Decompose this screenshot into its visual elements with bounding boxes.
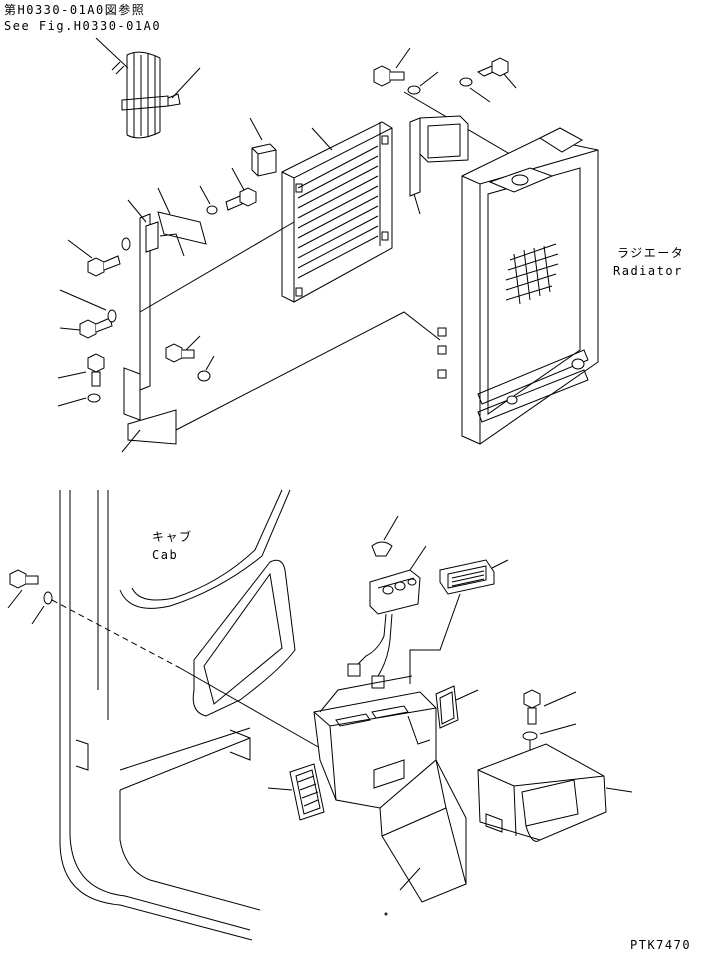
clip <box>372 542 392 556</box>
leader-line <box>128 200 146 222</box>
leader-line <box>420 72 438 86</box>
bolt-upper-1 <box>374 66 404 86</box>
radiator-assembly <box>438 128 598 444</box>
washer <box>88 394 100 402</box>
cooler-core <box>282 122 392 302</box>
radiator-label-jp: ラジエータ <box>617 246 685 260</box>
washer <box>207 206 217 214</box>
leader-line <box>470 88 490 102</box>
leader-line <box>540 724 576 734</box>
leader-line <box>384 516 398 540</box>
washer <box>523 732 537 740</box>
leader-line <box>312 128 332 150</box>
leader-line <box>186 336 200 350</box>
washer <box>198 371 210 381</box>
bolt-left-2 <box>80 318 112 338</box>
side-bracket <box>410 116 468 196</box>
leader-line <box>200 186 210 204</box>
bolt-upper-2 <box>478 58 508 76</box>
leader-line <box>32 606 44 624</box>
leader-line <box>8 590 22 608</box>
leader-line <box>58 398 86 406</box>
cab-outline <box>60 490 295 940</box>
bolt-left-3 <box>88 354 104 386</box>
bolt-mid <box>226 188 256 210</box>
leader-line <box>492 560 508 568</box>
washer <box>44 592 52 604</box>
washer <box>460 78 472 86</box>
leader-line <box>58 372 86 378</box>
assembly-line <box>176 312 440 430</box>
cab-label-en: Cab <box>152 548 179 562</box>
bolt-cab-left <box>10 570 38 588</box>
mount-bracket <box>124 212 206 444</box>
rubber-block <box>252 144 276 176</box>
assembly-line <box>140 222 294 312</box>
box-housing <box>478 744 606 841</box>
bolt-cab-right <box>524 690 540 724</box>
leader-line <box>96 38 128 68</box>
leader-line <box>410 546 426 570</box>
leader-line <box>122 430 140 452</box>
washer <box>122 238 130 250</box>
leader-line <box>206 356 214 370</box>
leader-line <box>250 118 262 140</box>
leader-line <box>414 194 420 214</box>
radiator-label-en: Radiator <box>613 264 683 278</box>
reference-note-en: See Fig.H0330-01A0 <box>4 19 162 33</box>
connector <box>348 664 360 676</box>
small-grille <box>290 764 324 820</box>
leader-line <box>60 328 80 330</box>
leader-line <box>456 690 478 700</box>
drawing-code: PTK7470 <box>630 938 692 952</box>
assembly-line <box>180 668 320 748</box>
switch-panel <box>370 570 420 614</box>
wire-harness <box>378 614 392 676</box>
leader-line <box>544 692 576 706</box>
washer <box>408 86 420 94</box>
air-duct <box>314 692 466 902</box>
wire-harness <box>356 614 386 666</box>
leader-line <box>232 168 244 190</box>
harness-bundle <box>112 52 180 138</box>
louver-grill <box>440 560 494 594</box>
duct-cover <box>436 686 458 728</box>
bolt-left-1 <box>88 256 120 276</box>
reference-note-jp: 第H0330-01A0図参照 <box>4 3 146 17</box>
leader-line <box>396 48 410 68</box>
assembly-line-dashed <box>52 600 180 668</box>
cab-label-jp: キャブ <box>152 530 193 544</box>
leader-line <box>60 290 106 310</box>
washer <box>108 310 116 322</box>
leader-line <box>606 788 632 792</box>
assembly-line <box>410 594 460 684</box>
leader-line <box>504 74 516 88</box>
assembly-line <box>320 676 412 712</box>
leader-line <box>158 188 170 214</box>
leader-line <box>172 68 200 98</box>
bolt-center <box>166 344 194 362</box>
leader-line <box>268 788 292 790</box>
leader-line <box>68 240 92 258</box>
leader-line <box>400 868 420 890</box>
dot-mark <box>385 913 387 915</box>
